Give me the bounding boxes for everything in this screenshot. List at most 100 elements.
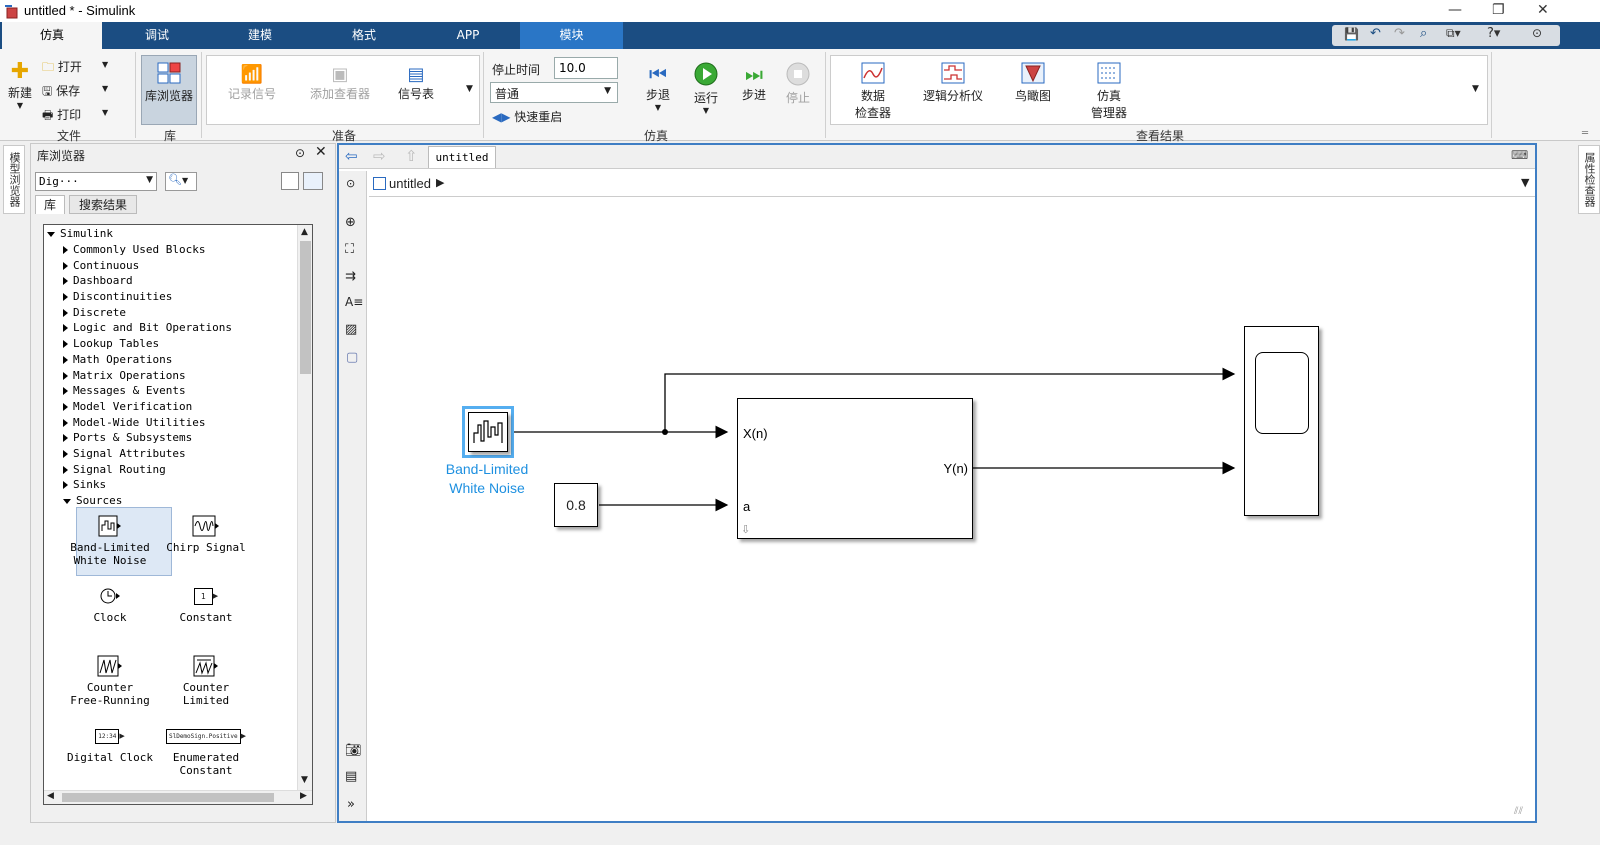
model-tab[interactable]: untitled <box>428 146 496 168</box>
scroll-down-icon[interactable]: ▼ <box>301 775 308 785</box>
tree-item[interactable]: Logic and Bit Operations <box>63 320 303 336</box>
stop-time-input[interactable] <box>554 57 618 79</box>
fast-restart-toggle[interactable]: ◀▶ 快速重启 <box>492 108 562 125</box>
forward-arrow-icon[interactable]: ⇨ <box>373 147 386 165</box>
library-block[interactable]: 1▶Constant <box>160 581 252 647</box>
save-button[interactable]: 🖫 保存 ▼ <box>42 82 122 102</box>
tree-item[interactable]: Dashboard <box>63 273 303 289</box>
tree-vertical-scrollbar[interactable]: ▲ ▼ <box>297 225 312 790</box>
tree-item[interactable]: Model Verification <box>63 399 303 415</box>
tree-item[interactable]: Discrete <box>63 305 303 321</box>
library-search-input[interactable]: Dig··· ▼ <box>35 172 157 191</box>
library-block[interactable]: 12:34▶Digital Clock <box>64 721 156 787</box>
tree-item[interactable]: Continuous <box>63 258 303 274</box>
model-browser-side-tab[interactable]: 模型浏览器 <box>3 145 25 214</box>
step-back-button[interactable]: ⏮ 步退 ▼ <box>636 62 680 112</box>
panel-menu-icon[interactable]: ⊙ <box>295 146 306 160</box>
grid-view-icon[interactable] <box>303 172 323 190</box>
tree-item[interactable]: Sinks <box>63 477 303 493</box>
tree-item[interactable]: Signal Routing <box>63 462 303 478</box>
scope-block[interactable] <box>1244 326 1319 516</box>
tree-item[interactable]: Discontinuities <box>63 289 303 305</box>
tab-apps[interactable]: APP <box>456 28 480 42</box>
breadcrumb-model[interactable]: untitled <box>389 176 431 191</box>
new-button[interactable]: ✚ 新建 ▼ <box>4 60 36 111</box>
data-inspector-button[interactable]: 数据 检查器 <box>848 62 898 121</box>
minimize-button[interactable]: — <box>1448 2 1462 18</box>
expand-palette-icon[interactable]: » <box>347 797 355 812</box>
hide-explorer-icon[interactable]: ⊙ <box>346 177 356 190</box>
open-button[interactable]: 🗀 打开 ▼ <box>42 58 122 78</box>
list-view-icon[interactable] <box>281 172 299 190</box>
constant-block[interactable]: 0.8 <box>554 483 598 527</box>
tree-item[interactable]: Model-Wide Utilities <box>63 415 303 431</box>
area-icon[interactable]: ▢ <box>346 350 359 365</box>
scrollbar-thumb[interactable] <box>62 793 274 802</box>
noise-block-label[interactable]: Band-Limited White Noise <box>427 460 547 498</box>
annotation-icon[interactable]: A≡ <box>345 295 364 309</box>
scroll-left-icon[interactable]: ◀ <box>47 791 54 801</box>
property-inspector-side-tab[interactable]: 属性检查器 <box>1578 145 1600 214</box>
tree-root-simulink[interactable]: Simulink <box>47 226 113 242</box>
close-button[interactable]: ✕ <box>1537 2 1549 18</box>
signal-branch-to-scope[interactable] <box>664 367 1236 432</box>
library-browser-button[interactable]: 库浏览器 <box>141 55 197 125</box>
tab-simulation[interactable]: 仿真 <box>2 22 102 49</box>
record-signal-button[interactable]: 📶 记录信号 <box>218 64 286 102</box>
undo-icon[interactable]: ↶ <box>1370 26 1381 41</box>
keyboard-icon[interactable]: ⌨ <box>1511 148 1529 162</box>
save-icon[interactable]: 💾 <box>1344 27 1359 41</box>
help-icon[interactable]: ?▾ <box>1487 26 1501 41</box>
tab-debug[interactable]: 调试 <box>144 28 169 42</box>
search-options-button[interactable]: 🔍︎▼ <box>165 172 197 191</box>
tree-item[interactable]: Math Operations <box>63 352 303 368</box>
tree-item[interactable]: Matrix Operations <box>63 368 303 384</box>
model-canvas[interactable]: Band-Limited White Noise 0.8 X(n) a Y(n)… <box>367 198 1533 820</box>
logic-analyzer-button[interactable]: 逻辑分析仪 <box>916 62 990 104</box>
subsystem-block[interactable]: X(n) a Y(n) ⇩ <box>737 398 973 539</box>
tree-item[interactable]: Messages & Events <box>63 383 303 399</box>
arrow-route-icon[interactable]: ⇉ <box>345 269 356 284</box>
scroll-up-icon[interactable]: ▲ <box>301 227 308 237</box>
tab-library[interactable]: 库 <box>35 195 65 214</box>
find-dropdown-icon[interactable]: ⧉▾ <box>1446 26 1461 40</box>
resize-grip-icon[interactable]: ═ <box>1582 128 1589 139</box>
tree-item[interactable]: Ports & Subsystems <box>63 430 303 446</box>
band-limited-white-noise-block[interactable] <box>462 406 514 458</box>
stop-button[interactable]: 停止 <box>776 62 820 106</box>
scroll-right-icon[interactable]: ▶ <box>300 791 307 801</box>
sim-manager-button[interactable]: 仿真 管理器 <box>1084 62 1134 121</box>
collapse-ribbon-icon[interactable]: ⊙ <box>1532 26 1543 40</box>
birdseye-button[interactable]: 鸟瞰图 <box>1008 62 1058 104</box>
tab-block[interactable]: 模块 <box>520 22 623 49</box>
tab-modeling[interactable]: 建模 <box>247 28 272 42</box>
report-icon[interactable]: ▤ <box>345 769 358 784</box>
resize-grip-icon[interactable]: ⫽⫽ <box>1514 806 1523 817</box>
simulation-mode-select[interactable]: 普通 ▼ <box>490 82 618 103</box>
redo-icon[interactable]: ↷ <box>1394 26 1405 41</box>
step-forward-button[interactable]: ⏭ 步进 <box>732 62 776 103</box>
scrollbar-thumb[interactable] <box>300 241 311 374</box>
library-block[interactable]: Clock <box>64 581 156 647</box>
tab-format[interactable]: 格式 <box>351 28 376 42</box>
up-arrow-icon[interactable]: ⇧ <box>405 147 418 165</box>
tree-item[interactable]: Lookup Tables <box>63 336 303 352</box>
tree-horizontal-scrollbar[interactable]: ◀ ▶ <box>44 790 312 804</box>
back-arrow-icon[interactable]: ⇦ <box>345 147 358 165</box>
breadcrumb-dropdown-icon[interactable]: ▼ <box>1521 176 1530 189</box>
library-block[interactable]: Chirp Signal <box>160 511 252 577</box>
tree-item[interactable]: Signal Attributes <box>63 446 303 462</box>
tree-item[interactable]: Sources <box>63 493 303 509</box>
fit-view-icon[interactable]: ⛶ <box>345 242 355 257</box>
close-panel-icon[interactable]: ✕ <box>315 144 327 160</box>
print-button[interactable]: 🖶 打印 ▼ <box>42 106 122 126</box>
gallery-expand-icon[interactable]: ▼ <box>466 84 473 94</box>
zoom-icon[interactable]: ⊕ <box>345 215 356 230</box>
image-icon[interactable]: ▨ <box>345 322 358 337</box>
run-button[interactable]: 运行 ▼ <box>684 62 728 115</box>
camera-icon[interactable]: 📷︎ <box>345 743 362 758</box>
